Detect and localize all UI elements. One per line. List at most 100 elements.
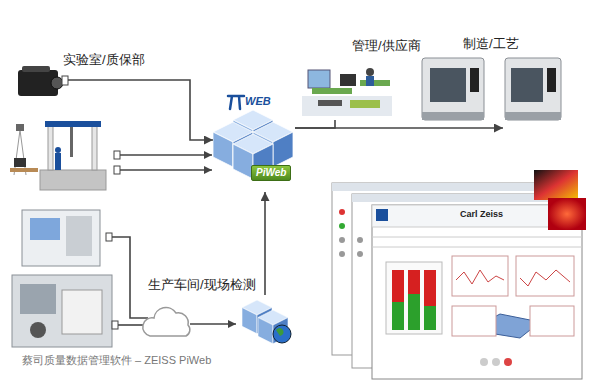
office-icon-part	[366, 68, 374, 76]
cmm-machine-part	[40, 170, 106, 190]
cloud-icon-part	[190, 323, 236, 325]
shop-machines-part	[30, 322, 46, 338]
report-screenshots-part	[376, 209, 388, 221]
report-screenshots-part	[534, 170, 578, 200]
shop-machines-part	[112, 237, 148, 318]
connector	[264, 192, 266, 295]
manufacturing-group: 制造/工艺	[503, 52, 565, 135]
report-screenshots-part	[339, 209, 345, 215]
report-screenshots-part	[492, 358, 500, 366]
office-icon-part	[340, 74, 356, 86]
cmm-machine-part	[55, 153, 61, 170]
report-screenshots-part	[452, 256, 508, 296]
report-screenshots-part	[408, 270, 420, 294]
report-screenshots-part	[392, 270, 404, 302]
connector	[295, 127, 503, 129]
shop-machines	[12, 210, 148, 347]
cmm-machine	[10, 121, 212, 190]
report-screenshots-part	[520, 270, 570, 286]
cmm-machine-part	[92, 126, 97, 170]
cmm-machine-part	[55, 147, 61, 153]
office-icon-part	[350, 100, 380, 108]
report-screenshots-part	[530, 306, 574, 336]
cnc-machine-part	[422, 58, 484, 120]
cnc-machine	[422, 58, 561, 120]
report-screenshots-part	[372, 247, 582, 248]
report-screenshots-part	[456, 270, 504, 284]
cnc-machine-part	[470, 68, 479, 92]
shop-machines-part	[22, 210, 100, 266]
cloud-icon-part	[143, 307, 190, 336]
shop-machines-part	[66, 216, 92, 256]
local-server: 生产车间/现场检测	[238, 295, 292, 345]
report-title: Carl Zeiss	[460, 210, 503, 220]
shop-machines-part	[30, 218, 60, 240]
report-screenshots-part	[480, 358, 488, 366]
report-screenshots-part	[357, 237, 363, 243]
projector-icon-part	[62, 76, 68, 85]
report-screenshots-part	[386, 262, 442, 334]
cnc-machine-part	[430, 68, 466, 102]
connector	[295, 120, 335, 128]
local-server	[242, 300, 291, 344]
caption: 蔡司质量数据管理软件 – ZEISS PiWeb	[22, 354, 211, 367]
cnc-machine-part	[505, 112, 561, 120]
report-screenshots-part	[352, 194, 557, 202]
office-icon-part	[312, 88, 352, 94]
projector-icon-part	[51, 77, 63, 89]
report-screenshots-part	[339, 237, 345, 243]
shop-machines-part	[12, 275, 112, 347]
report-screenshots	[332, 170, 586, 379]
office-icon-part	[302, 96, 392, 116]
office-icon-part	[366, 76, 374, 86]
cmm-machine-part	[70, 127, 73, 157]
connector	[160, 80, 213, 140]
shop-machines-part	[20, 284, 56, 314]
report-screenshots-part	[452, 306, 496, 336]
projector-icon-part	[68, 79, 160, 81]
cloud-icon	[143, 307, 236, 336]
group-heading: 制造/工艺	[463, 36, 519, 52]
cmm-machine-part	[120, 154, 212, 156]
cmm-machine-part	[114, 151, 120, 159]
cmm-machine-part	[114, 166, 120, 174]
office-icon	[302, 68, 392, 116]
report-screenshots-part	[339, 223, 345, 229]
local-server-part	[273, 325, 291, 343]
cmm-machine-part	[10, 168, 38, 172]
report-screenshots-part	[392, 302, 404, 330]
logo-text: WEB	[245, 95, 271, 107]
office-icon-part	[308, 70, 330, 88]
report-screenshots-part	[408, 294, 420, 330]
shop-machines-part	[62, 290, 102, 334]
local-server-part	[276, 328, 284, 336]
cmm-machine-part	[45, 121, 101, 127]
cnc-machine-part	[511, 68, 543, 102]
report-screenshots-part	[548, 198, 586, 230]
report-screenshots-part	[372, 205, 582, 379]
cmm-machine-part	[48, 126, 53, 170]
office-icon-part	[318, 100, 342, 106]
shop-machines-part	[106, 233, 112, 241]
report-screenshots-part	[339, 251, 345, 257]
group-heading: 生产车间/现场检测	[148, 277, 256, 293]
report-screenshots-part	[516, 256, 574, 296]
cmm-machine-part	[16, 124, 24, 131]
cnc-machine-part	[505, 58, 561, 120]
report-screenshots-part	[372, 237, 582, 238]
group-heading: 实验室/质保部	[63, 52, 145, 68]
lab-region: 实验室/质保部	[8, 50, 160, 200]
cmm-machine-part	[14, 158, 26, 167]
office-icon-part	[360, 80, 390, 86]
projector-icon-part	[22, 66, 50, 72]
group-heading: 管理/供应商	[352, 38, 421, 54]
report-screenshots-part	[424, 270, 436, 306]
pi-logo	[228, 96, 244, 109]
pi-logo-part	[228, 96, 244, 109]
report-screenshots-part	[504, 358, 512, 366]
cnc-machine-part	[547, 68, 556, 92]
piweb-server: PiWeb	[213, 110, 295, 192]
